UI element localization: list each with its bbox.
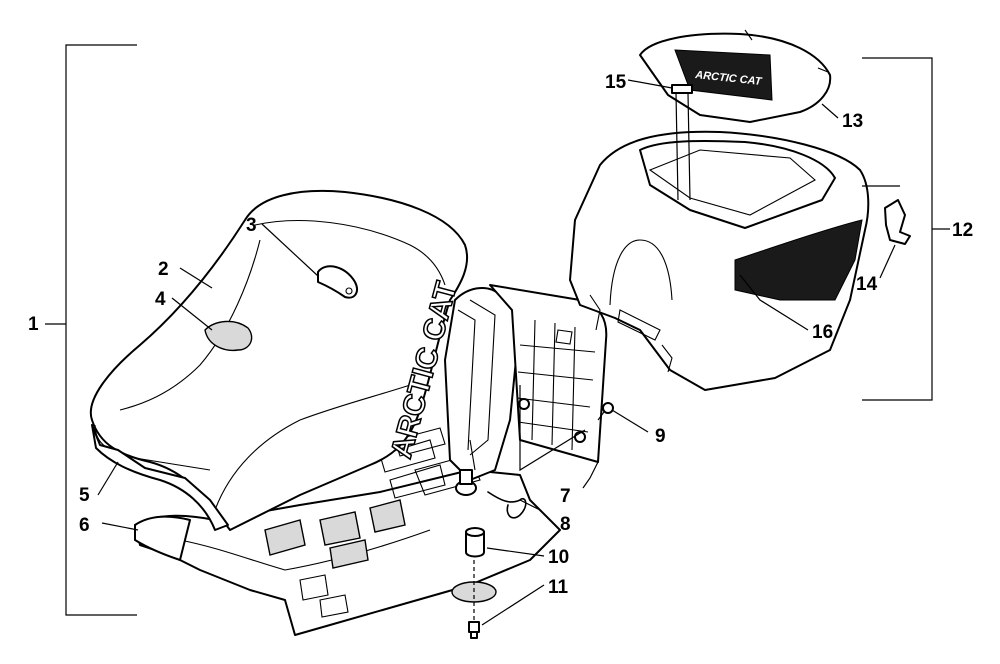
- callout-11: 11: [548, 577, 569, 598]
- storage-lid: ARCTIC CAT: [639, 29, 832, 123]
- rubber-bumper: [465, 527, 485, 558]
- callout-9: 9: [655, 426, 666, 447]
- callout-2: 2: [158, 259, 169, 280]
- callout-7: 7: [560, 486, 571, 507]
- callout-16: 16: [812, 322, 833, 343]
- screw-part-9: [597, 402, 614, 421]
- latch-cable: [487, 491, 527, 519]
- callout-12: 12: [952, 220, 973, 241]
- latch-clip: [884, 199, 911, 245]
- washer-part-11: [451, 560, 497, 620]
- storage-box: [569, 130, 870, 391]
- bracket-assembly-12: [862, 57, 950, 401]
- callout-14: 14: [856, 274, 878, 295]
- lid-hinge-rod: [671, 84, 693, 201]
- seat-base-tray: [134, 427, 561, 636]
- callout-1: 1: [28, 314, 39, 335]
- callout-4: 4: [155, 289, 166, 310]
- callout-5: 5: [79, 485, 90, 506]
- backrest-frame: [444, 287, 521, 481]
- callout-8: 8: [560, 514, 571, 535]
- callout-13: 13: [842, 111, 863, 132]
- latch-mechanism: [455, 439, 477, 496]
- callout-6: 6: [79, 515, 90, 536]
- leader-lines: [97, 79, 900, 626]
- bracket-assembly-1: [45, 44, 137, 616]
- callout-3: 3: [246, 215, 257, 236]
- callout-10: 10: [548, 547, 569, 568]
- seat-cushion: ARCTIC CAT: [89, 189, 469, 531]
- callout-labels: 1 2 3 4 5 6 7 8 9 10 11 12 13 14 15 16: [28, 72, 973, 598]
- front-trim: [134, 515, 191, 561]
- callout-15: 15: [605, 72, 627, 93]
- bolt-bottom: [468, 621, 480, 639]
- seat-skirt: [91, 424, 229, 531]
